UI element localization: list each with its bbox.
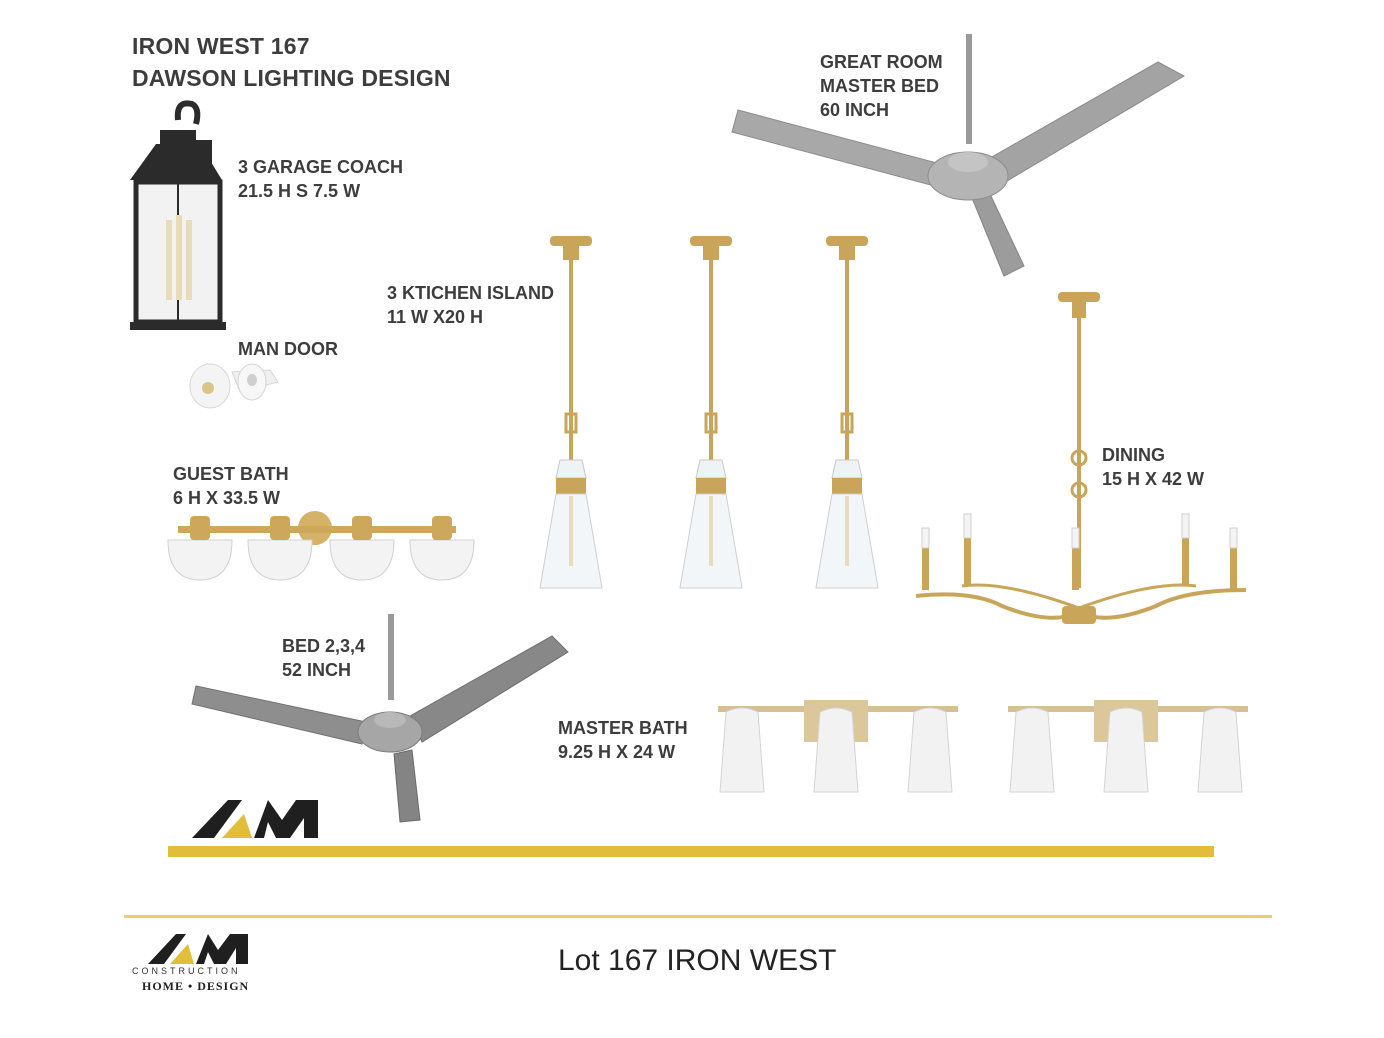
pendant-icon [815,236,879,589]
ceiling-fan-icon [731,34,1186,277]
dining-label: DINING 15 H X 42 W [1102,445,1205,489]
vanity-light-icon [167,511,475,581]
am-logo-icon [192,800,318,838]
am-logo-icon [148,934,248,964]
footer-divider [124,915,1272,918]
kitchen-island-label: 3 KTICHEN ISLAND 11 W X20 H [387,283,555,327]
great-room-label: GREAT ROOM MASTER BED 60 INCH [820,52,943,120]
man-door-label: MAN DOOR [238,339,338,359]
page-title: IRON WEST 167 DAWSON LIGHTING DESIGN [132,30,451,94]
bed-label: BED 2,3,4 52 INCH [282,636,366,680]
lantern-icon [130,100,226,330]
vanity-light-icon [718,700,958,793]
chandelier-icon [915,292,1247,624]
ceiling-fan-icon [191,614,569,823]
pendant-icon [679,236,743,589]
title-line-2: DAWSON LIGHTING DESIGN [132,65,451,91]
guest-bath-label: GUEST BATH 6 H X 33.5 W [173,464,289,508]
flood-light-icon [189,363,279,409]
footer-title: Lot 167 IRON WEST [558,944,837,977]
footer-logo-line-2: HOME • DESIGN [142,979,250,993]
title-line-1: IRON WEST 167 [132,33,310,59]
master-bath-label: MASTER BATH 9.25 H X 24 W [558,718,688,762]
footer-logo: CONSTRUCTION HOME • DESIGN [130,928,270,998]
garage-coach-label: 3 GARAGE COACH 21.5 H S 7.5 W [238,157,404,201]
pendant-icon [539,236,603,589]
gold-divider [168,846,1214,857]
vanity-light-icon [1008,700,1248,793]
footer-logo-line-1: CONSTRUCTION [132,966,241,976]
